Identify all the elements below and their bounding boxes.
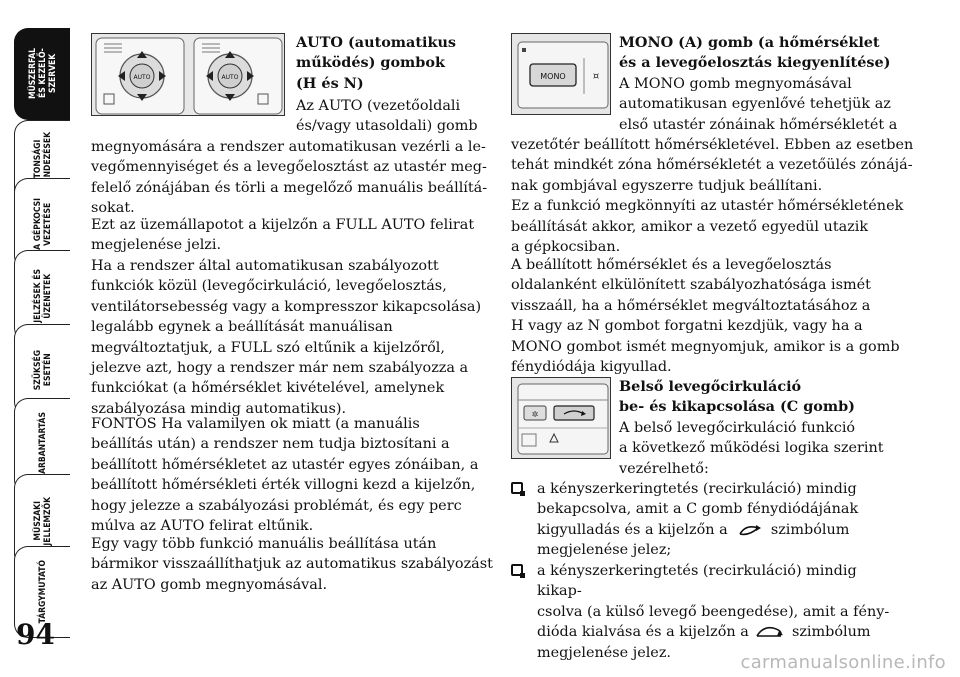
mono-paragraph-1: vezetőtér beállított hőmérsékletével. Eb… — [511, 137, 914, 256]
auto-paragraph-5: Egy vagy több funkció manuális beállítás… — [91, 536, 493, 593]
tab-label: JELZÉSEK ÉS ÜZENETEK — [32, 269, 53, 323]
auto-paragraph-1: megnyomására a rendszer automatikusan ve… — [91, 139, 488, 217]
tab-label: TÁRGYMUTATÓ — [37, 560, 48, 624]
auto-buttons-illustration: AUTO AUTO — [91, 33, 285, 116]
tab-muszerfal[interactable]: MŰSZERFAL ÉS KEZELŐ- SZERVEK — [14, 28, 70, 120]
auto-button-label: AUTO — [222, 74, 239, 81]
tab-targymutato[interactable]: TÁRGYMUTATÓ — [14, 546, 70, 638]
tab-label: KARBANTARTÁS — [37, 412, 48, 480]
auto-paragraph-3: Ha a rendszer által automatikusan szabál… — [91, 258, 482, 417]
checkbox-bullet-icon — [511, 564, 525, 578]
auto-paragraph-2: Ezt az üzemállapotot a kijelzőn a FULL A… — [91, 217, 475, 254]
auto-button-label: AUTO — [134, 74, 151, 81]
svg-text:¤: ¤ — [593, 71, 599, 82]
watermark: carmanualsonline.info — [740, 652, 946, 673]
svg-text:✲: ✲ — [532, 410, 539, 419]
list-item: a kényszerkeringtetés (recirkuláció) min… — [511, 561, 901, 663]
checkbox-bullet-icon — [511, 482, 525, 496]
list-item: a kényszerkeringtetés (recirkuláció) min… — [511, 479, 901, 561]
tab-label: MŰSZERFAL ÉS KEZELŐ- SZERVEK — [27, 48, 58, 100]
tab-label: A GÉPKOCSI VEZETÉSE — [32, 198, 53, 250]
tab-label: MŰSZAKI JELLEMZŐK — [32, 496, 53, 546]
mono-button-illustration: MONO ¤ — [511, 33, 611, 115]
auto-paragraph-4: FONTOS Ha valamilyen ok miatt (a manuáli… — [91, 416, 479, 535]
mono-button-label: MONO — [540, 72, 565, 81]
page-number: 94 — [16, 618, 55, 651]
recirculation-off-icon — [756, 627, 784, 638]
mono-paragraph-2: A beállított hőmérséklet és a levegőelos… — [511, 257, 900, 376]
tab-label: SZÜKSÉG ESETÉN — [32, 349, 53, 391]
recirculation-button-illustration: ✲ — [511, 377, 611, 459]
recirculation-on-icon — [739, 524, 762, 535]
